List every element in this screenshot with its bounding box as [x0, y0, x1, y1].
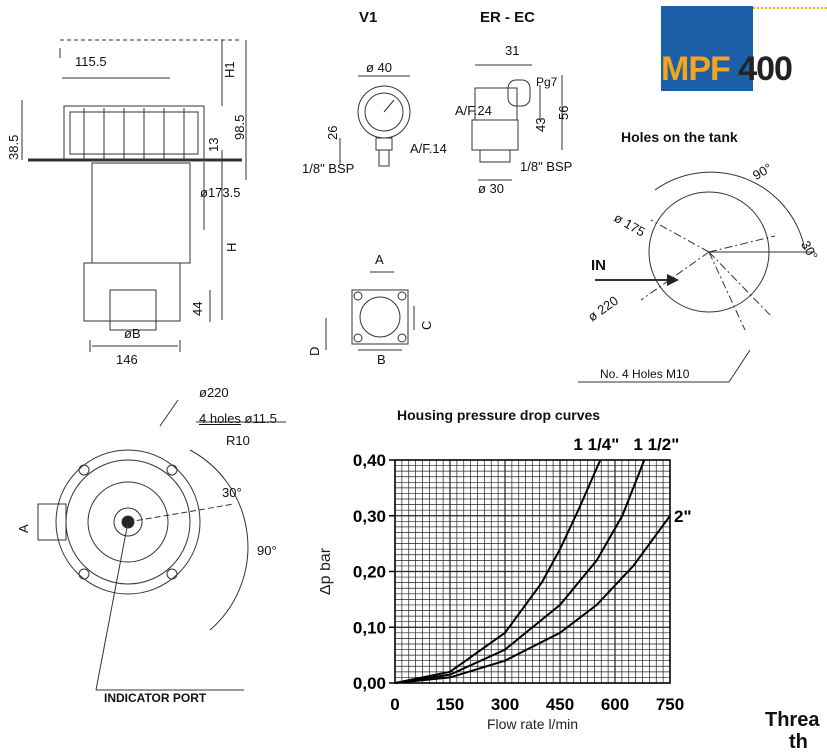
brand-logo-block	[661, 6, 753, 91]
v1-thread: 1/8" BSP	[302, 161, 355, 176]
top-view-drawing	[37, 399, 286, 691]
dim-44: 44	[190, 301, 205, 316]
indicator-port-label: INDICATOR PORT	[104, 691, 207, 705]
pressure-drop-chart: 0,00 0,10 0,20 0,30 0,40 0 150 300 450 600 750Flow…	[320, 435, 692, 732]
dim-13: 13	[206, 137, 221, 152]
footer-fragment-line1: Threa	[765, 709, 820, 731]
series-label: 1 1/2"	[633, 435, 679, 454]
series-label: 1 1/4"	[573, 435, 619, 454]
flange-drawing	[325, 271, 415, 351]
tank-in-label: IN	[591, 257, 606, 274]
tank-holes-title: Holes on the tank	[621, 129, 738, 145]
er-ec-diameter: ø 30	[478, 181, 505, 196]
v1-height: 26	[325, 125, 340, 140]
flange-a: A	[375, 252, 384, 267]
dim-146: 146	[116, 352, 138, 367]
top-a-label: A	[16, 524, 31, 533]
er-ec-width: 31	[505, 43, 520, 58]
series-line	[394, 459, 602, 684]
top-holes-diameter: ø11.5	[244, 411, 277, 426]
x-tick-label: 0	[390, 695, 399, 714]
brand-logo: MPF 400	[661, 50, 793, 89]
x-tick-label: 150	[436, 695, 464, 714]
flange-b: B	[377, 352, 386, 367]
dim-38-5: 38.5	[6, 134, 21, 160]
dim-173-5: ø173.5	[200, 185, 241, 200]
y-tick-label: 0,00	[353, 674, 386, 693]
series-line	[394, 459, 646, 684]
footer-fragment-line2: th	[789, 731, 808, 753]
indicator-v1-title: V1	[359, 9, 378, 26]
dim-ob: øB	[124, 326, 141, 341]
er-ec-height-56: 56	[556, 105, 571, 120]
dim-h1: H1	[222, 61, 237, 78]
y-axis-label: Δp bar	[320, 547, 334, 595]
top-radius-10: R10	[226, 433, 250, 448]
dim-98-5: 98.5	[232, 114, 247, 140]
er-ec-af24: A/F.24	[455, 103, 492, 118]
chart-title: Housing pressure drop curves	[397, 407, 601, 423]
top-angle-90: 90°	[257, 543, 277, 558]
er-ec-pg7: Pg7	[536, 75, 558, 89]
x-axis-label: Flow rate l/min	[487, 716, 578, 732]
top-angle-30: 30°	[222, 485, 242, 500]
x-tick-label: 450	[546, 695, 574, 714]
y-tick-label: 0,20	[353, 563, 386, 582]
er-ec-height-43: 43	[533, 117, 548, 132]
brand-size: 400	[730, 50, 793, 88]
er-ec-thread: 1/8" BSP	[520, 159, 573, 174]
series-line	[394, 515, 671, 684]
x-tick-label: 300	[491, 695, 519, 714]
dim-115-5: 115.5	[75, 54, 107, 69]
v1-diameter: ø 40	[366, 60, 393, 75]
flange-d: D	[307, 346, 322, 356]
side-view-drawing	[21, 39, 247, 352]
v1-af14: A/F.14	[410, 141, 447, 156]
dim-h: H	[224, 242, 239, 252]
x-tick-label: 750	[656, 695, 684, 714]
y-tick-label: 0,40	[353, 451, 386, 470]
logo-dotted-rule	[753, 7, 827, 9]
tank-holes-drawing	[578, 171, 815, 383]
series-label: 2"	[674, 507, 692, 526]
top-holes-count: 4 holes	[199, 411, 241, 426]
indicator-drawings	[339, 64, 563, 181]
tank-holes-note: No. 4 Holes M10	[600, 367, 690, 381]
brand-size-number: 400	[738, 50, 793, 88]
indicator-er-ec-title: ER - EC	[480, 9, 536, 26]
y-tick-label: 0,30	[353, 507, 386, 526]
flange-c: C	[419, 320, 434, 330]
x-tick-label: 600	[601, 695, 629, 714]
top-diameter-220: ø220	[199, 385, 229, 400]
brand-series: MPF	[661, 50, 731, 88]
top-holes: 4 holes ø11.5	[199, 411, 277, 426]
y-tick-label: 0,10	[353, 618, 386, 637]
